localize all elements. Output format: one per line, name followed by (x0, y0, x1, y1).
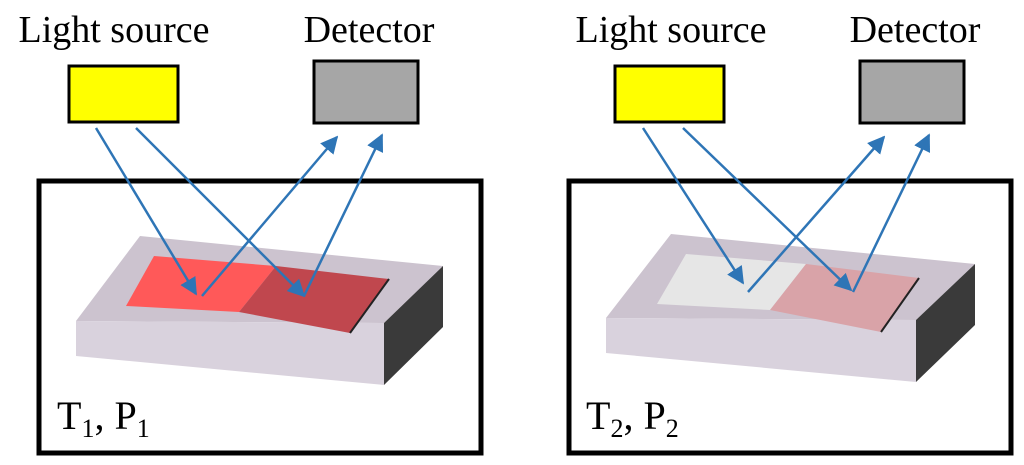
panel-2-detector-label: Detector (850, 9, 981, 51)
panel-2-source-label: Light source (575, 9, 766, 51)
panel-1-substrate-front (76, 321, 384, 385)
panel-2-condition-label: T2, P2 (586, 393, 679, 443)
panel-1-film-right (239, 266, 389, 333)
panel-2-substrate-front (606, 318, 916, 382)
panel-2-chamber (566, 178, 1014, 456)
panel-1-light-source-box (67, 64, 180, 124)
panel-2-reflected-ray-1 (747, 135, 886, 293)
panel-1-condition-label: T1, P1 (57, 393, 150, 443)
panel-2-light-source-box (613, 64, 726, 124)
panel-1-film-edge (349, 278, 390, 334)
panel-1-detector-label: Detector (304, 9, 435, 51)
panel-1-film-left (126, 256, 276, 312)
panel-2-film-edge (880, 277, 920, 333)
panel-2-incident-ray-2 (682, 127, 853, 292)
panel-2-substrate-side (916, 264, 975, 382)
panel-2: Light source Detector T2, P2 (566, 9, 1014, 456)
panel-1-incident-ray-2 (135, 127, 306, 298)
panel-1-chamber (36, 178, 484, 456)
panel-1: Light source Detector T1, P1 (18, 9, 484, 456)
panel-2-detector-box (858, 59, 966, 125)
panel-1-substrate-side (384, 266, 443, 385)
panel-1-reflected-ray-2 (302, 133, 384, 297)
panel-2-reflected-ray-2 (851, 133, 931, 293)
panel-1-reflected-ray-1 (201, 135, 339, 297)
panel-1-incident-ray-1 (94, 127, 198, 296)
panel-1-detector-box (312, 59, 420, 125)
panel-1-source-label: Light source (18, 9, 209, 51)
panel-2-film-right (770, 264, 919, 332)
panel-2-incident-ray-1 (641, 127, 745, 285)
